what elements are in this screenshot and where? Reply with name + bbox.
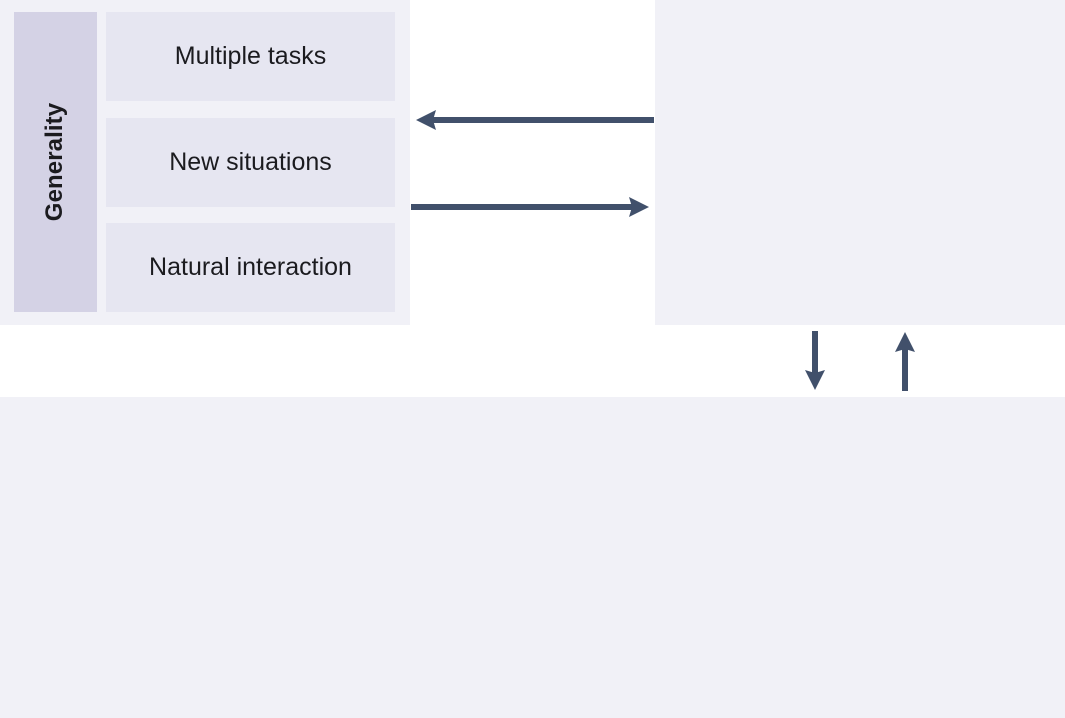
arrow-methodology-up-icon [895, 332, 915, 391]
generality-box-multiple-tasks-label: Multiple tasks [174, 42, 327, 71]
arrow-generality-to-paradigms-icon [411, 197, 649, 217]
arrow-paradigms-to-generality-icon [416, 110, 654, 130]
generality-category-label: Generality [14, 12, 97, 312]
generality-box-new-situations[interactable]: New situations [106, 118, 395, 207]
generality-panel: Generality Multiple tasks New situations… [0, 0, 410, 325]
generality-box-natural-interaction[interactable]: Natural interaction [106, 223, 395, 312]
arrow-paradigms-down-icon [805, 331, 825, 390]
generality-box-natural-interaction-label: Natural interaction [149, 253, 352, 282]
generality-box-multiple-tasks[interactable]: Multiple tasks [106, 12, 395, 101]
generality-category-label-text: Generality [41, 102, 69, 222]
methodology-panel: Methodology Model-based optimization Dat… [0, 397, 1065, 718]
paradigms-panel: Paradigms Foundation model for anything … [655, 0, 1065, 325]
generality-box-new-situations-label: New situations [169, 148, 332, 177]
